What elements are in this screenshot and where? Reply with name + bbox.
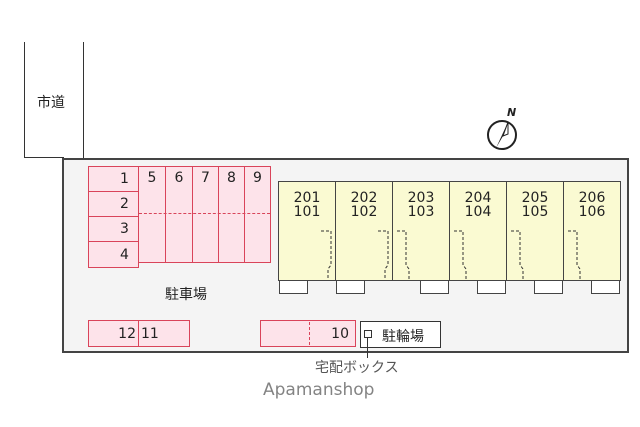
road-edge <box>24 157 64 158</box>
unit-step <box>534 280 563 294</box>
entrance-path <box>511 230 524 280</box>
parking-space-5: 5 <box>138 166 166 263</box>
parking-space-6: 6 <box>165 166 193 263</box>
unit-lower-number: 102 <box>350 204 378 220</box>
parking-space-4: 4 <box>88 241 139 268</box>
unit-upper-number: 201 <box>293 190 321 206</box>
compass-icon: N <box>486 106 522 152</box>
unit-lower-number: 104 <box>464 204 492 220</box>
city-road <box>24 42 84 158</box>
watermark: Apamanshop <box>263 380 375 400</box>
entrance-path <box>321 230 332 280</box>
entrance-path <box>397 230 410 280</box>
unit-upper-number: 205 <box>521 190 549 206</box>
entrance-path <box>568 230 581 280</box>
bicycle-parking: 駐輪場 <box>360 321 441 348</box>
parking-space-12: 12 <box>88 320 139 347</box>
entrance-path <box>454 230 467 280</box>
unit-step <box>279 280 308 294</box>
parking-label: 駐車場 <box>165 287 207 303</box>
parking-space-1: 1 <box>88 166 139 192</box>
unit-step <box>477 280 506 294</box>
unit-lower-number: 101 <box>293 204 321 220</box>
delivery-box-icon <box>364 330 372 338</box>
parking-space-9: 9 <box>244 166 271 263</box>
parking-space-11: 11 <box>138 320 190 347</box>
unit-step <box>336 280 365 294</box>
delivery-box-label: 宅配ボックス <box>315 360 399 376</box>
unit-upper-number: 206 <box>578 190 606 206</box>
parking-space-8: 8 <box>218 166 245 263</box>
parking-space-10: 10 <box>260 320 356 347</box>
unit-upper-number: 202 <box>350 190 378 206</box>
unit-lower-number: 105 <box>521 204 549 220</box>
parking-divider-10 <box>309 322 310 345</box>
unit-upper-number: 204 <box>464 190 492 206</box>
compass-north-label: N <box>507 106 517 119</box>
unit-step <box>591 280 620 294</box>
unit-upper-number: 203 <box>407 190 435 206</box>
parking-space-2: 2 <box>88 191 139 217</box>
unit-lower-number: 103 <box>407 204 435 220</box>
parking-divider <box>139 213 270 214</box>
unit-step <box>420 280 449 294</box>
parking-space-3: 3 <box>88 216 139 242</box>
entrance-path <box>378 230 389 280</box>
road-label: 市道 <box>37 95 65 111</box>
parking-space-7: 7 <box>192 166 219 263</box>
delivery-box-leader <box>367 338 368 358</box>
unit-lower-number: 106 <box>578 204 606 220</box>
